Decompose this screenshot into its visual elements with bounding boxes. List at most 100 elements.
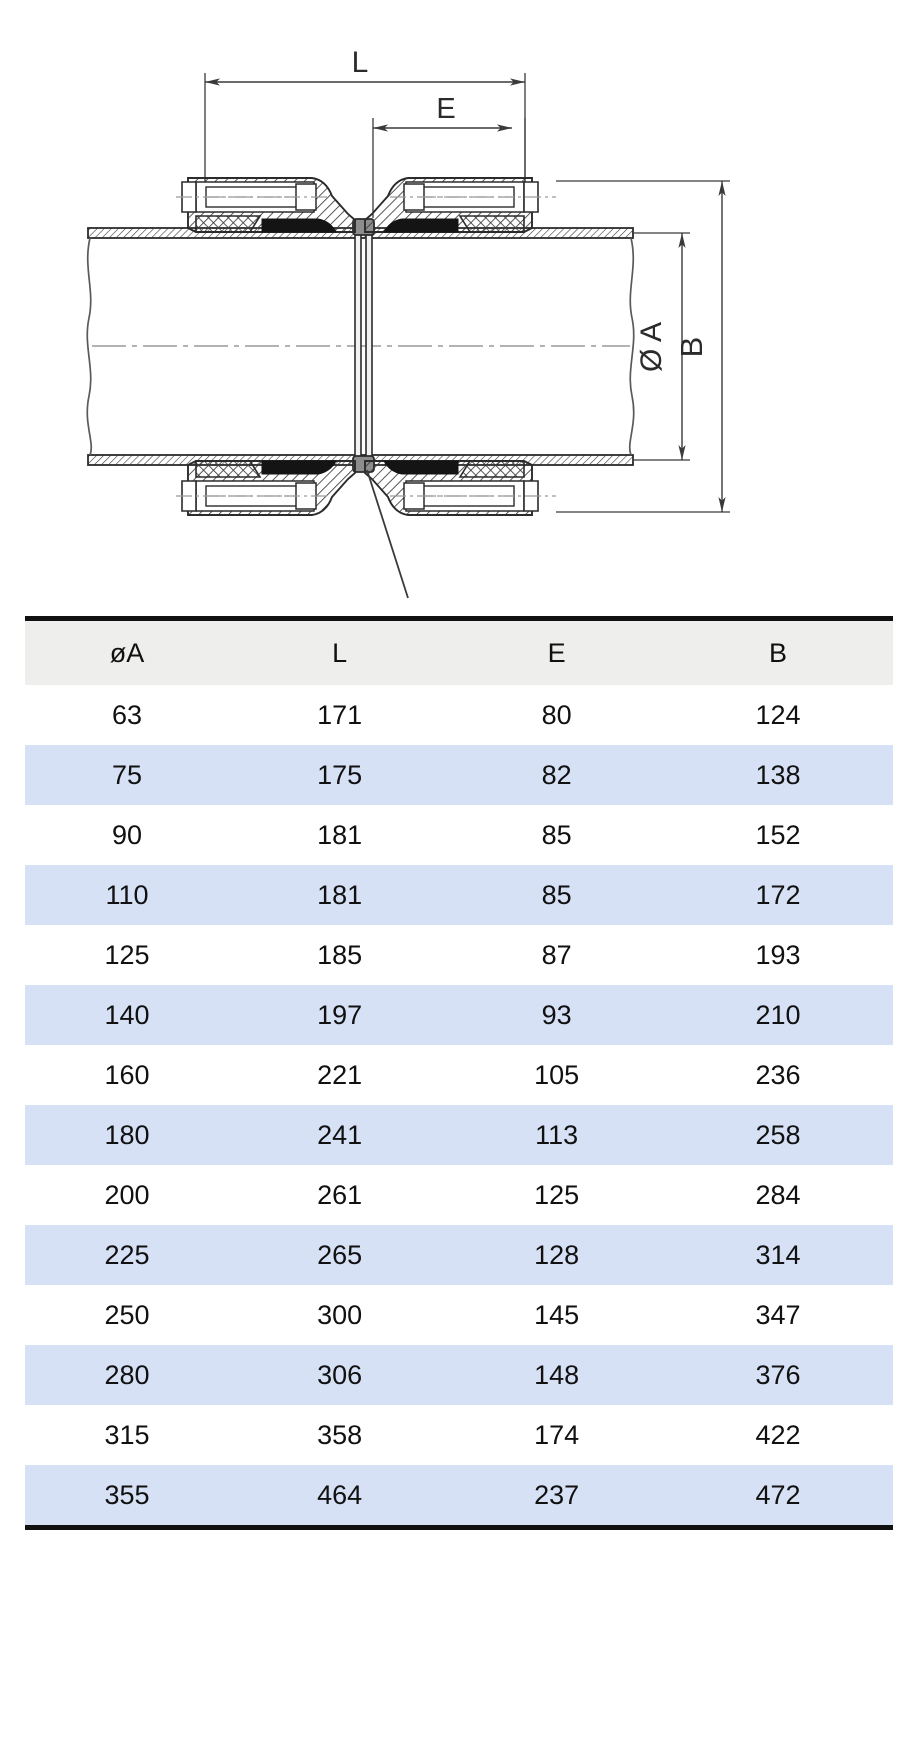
table-cell: 358	[317, 1420, 363, 1450]
table-cell: 171	[317, 700, 363, 730]
dimension-diameter-A	[633, 232, 690, 461]
table-cell: 110	[105, 880, 149, 910]
table-cell: 105	[534, 1060, 580, 1090]
table-cell: 174	[534, 1420, 580, 1450]
coupling-top-left	[176, 177, 356, 233]
table-cell: 241	[317, 1120, 363, 1150]
table-cell: 237	[534, 1480, 580, 1510]
table-cell: 225	[104, 1240, 150, 1270]
table-cell: 315	[104, 1420, 150, 1450]
table-cell: 128	[534, 1240, 580, 1270]
table-cell: 87	[541, 940, 572, 970]
table-cell: 152	[755, 820, 801, 850]
table-cell: 148	[534, 1360, 580, 1390]
table-row: 315 358 174 422	[25, 1405, 893, 1465]
table-cell: 172	[755, 880, 801, 910]
table-cell: 160	[104, 1060, 150, 1090]
coupling-top-right	[364, 177, 556, 233]
table-row: 63 171 80 124	[25, 685, 893, 745]
table-row: 75 175 82 138	[25, 745, 893, 805]
table-header-row: øA L E B	[25, 621, 893, 685]
table-cell: 422	[755, 1420, 801, 1450]
gripping-wedge	[195, 215, 262, 233]
dimension-B	[556, 180, 730, 513]
dimension-label-diameter-A: Ø A	[635, 322, 668, 372]
column-header-e: E	[547, 638, 566, 668]
table-cell: 376	[755, 1360, 801, 1390]
table-row: 180 241 113 258	[25, 1105, 893, 1165]
table-cell: 236	[755, 1060, 801, 1090]
table-cell: 250	[104, 1300, 150, 1330]
table-cell: 181	[317, 880, 363, 910]
dimension-table-grid: øA L E B 63 171 80 124 75 175 82 138 90 181 85 152 1…	[25, 621, 893, 1525]
table-top-rule	[25, 616, 893, 621]
table-cell: 85	[541, 880, 572, 910]
coupling-bottom-right	[364, 460, 556, 516]
dimension-label-E: E	[436, 93, 455, 125]
table-cell: 145	[534, 1300, 580, 1330]
table-row: 125 185 87 193	[25, 925, 893, 985]
gasket	[383, 460, 459, 475]
leader-line	[366, 469, 409, 599]
table-cell: 93	[541, 1000, 572, 1030]
table-cell: 200	[104, 1180, 150, 1210]
table-cell: 210	[755, 1000, 801, 1030]
table-cell: 125	[534, 1180, 580, 1210]
table-cell: 63	[111, 700, 142, 730]
dimension-table: øA L E B 63 171 80 124 75 175 82 138 90 181 85 152 1…	[25, 616, 893, 1530]
break-line-left	[86, 237, 93, 456]
table-cell: 185	[317, 940, 363, 970]
table-row: 90 181 85 152	[25, 805, 893, 865]
table-cell: 180	[104, 1120, 150, 1150]
table-cell: 197	[317, 1000, 363, 1030]
table-cell: 90	[111, 820, 142, 850]
table-cell: 82	[541, 760, 572, 790]
dimension-label-B: B	[674, 337, 709, 358]
table-cell: 280	[104, 1360, 150, 1390]
table-cell: 221	[317, 1060, 363, 1090]
table-cell: 125	[104, 940, 150, 970]
table-cell: 75	[111, 760, 142, 790]
table-cell: 472	[755, 1480, 801, 1510]
table-cell: 193	[755, 940, 801, 970]
table-bottom-rule	[25, 1525, 893, 1530]
table-cell: 284	[755, 1180, 801, 1210]
break-line-right	[628, 237, 635, 456]
table-cell: 140	[104, 1000, 150, 1030]
table-cell: 355	[104, 1480, 150, 1510]
table-body: 63 171 80 124 75 175 82 138 90 181 85 152 110 181 85 17…	[25, 685, 893, 1525]
technical-drawing: L E	[0, 0, 920, 610]
gasket	[261, 460, 337, 475]
coupling-bottom-left	[176, 460, 356, 516]
column-header-l: L	[332, 638, 348, 668]
table-cell: 464	[317, 1480, 363, 1510]
gasket	[383, 218, 459, 233]
column-header-diameter-a: øA	[109, 638, 145, 668]
table-cell: 300	[317, 1300, 363, 1330]
table-cell: 175	[317, 760, 363, 790]
table-cell: 138	[755, 760, 801, 790]
table-cell: 85	[541, 820, 572, 850]
gripping-wedge	[195, 460, 262, 478]
table-cell: 306	[317, 1360, 363, 1390]
table-row: 140 197 93 210	[25, 985, 893, 1045]
table-row: 160 221 105 236	[25, 1045, 893, 1105]
table-cell: 347	[755, 1300, 801, 1330]
gripping-wedge	[458, 215, 525, 233]
table-row: 280 306 148 376	[25, 1345, 893, 1405]
table-cell: 80	[541, 700, 572, 730]
table-row: 250 300 145 347	[25, 1285, 893, 1345]
column-header-b: B	[768, 638, 787, 668]
dimension-label-L: L	[352, 46, 369, 79]
gasket	[261, 218, 337, 233]
table-cell: 124	[755, 700, 801, 730]
table-cell: 265	[317, 1240, 363, 1270]
table-cell: 181	[317, 820, 363, 850]
table-row: 110 181 85 172	[25, 865, 893, 925]
table-row: 355 464 237 472	[25, 1465, 893, 1525]
table-cell: 113	[535, 1120, 579, 1150]
table-cell: 258	[755, 1120, 801, 1150]
